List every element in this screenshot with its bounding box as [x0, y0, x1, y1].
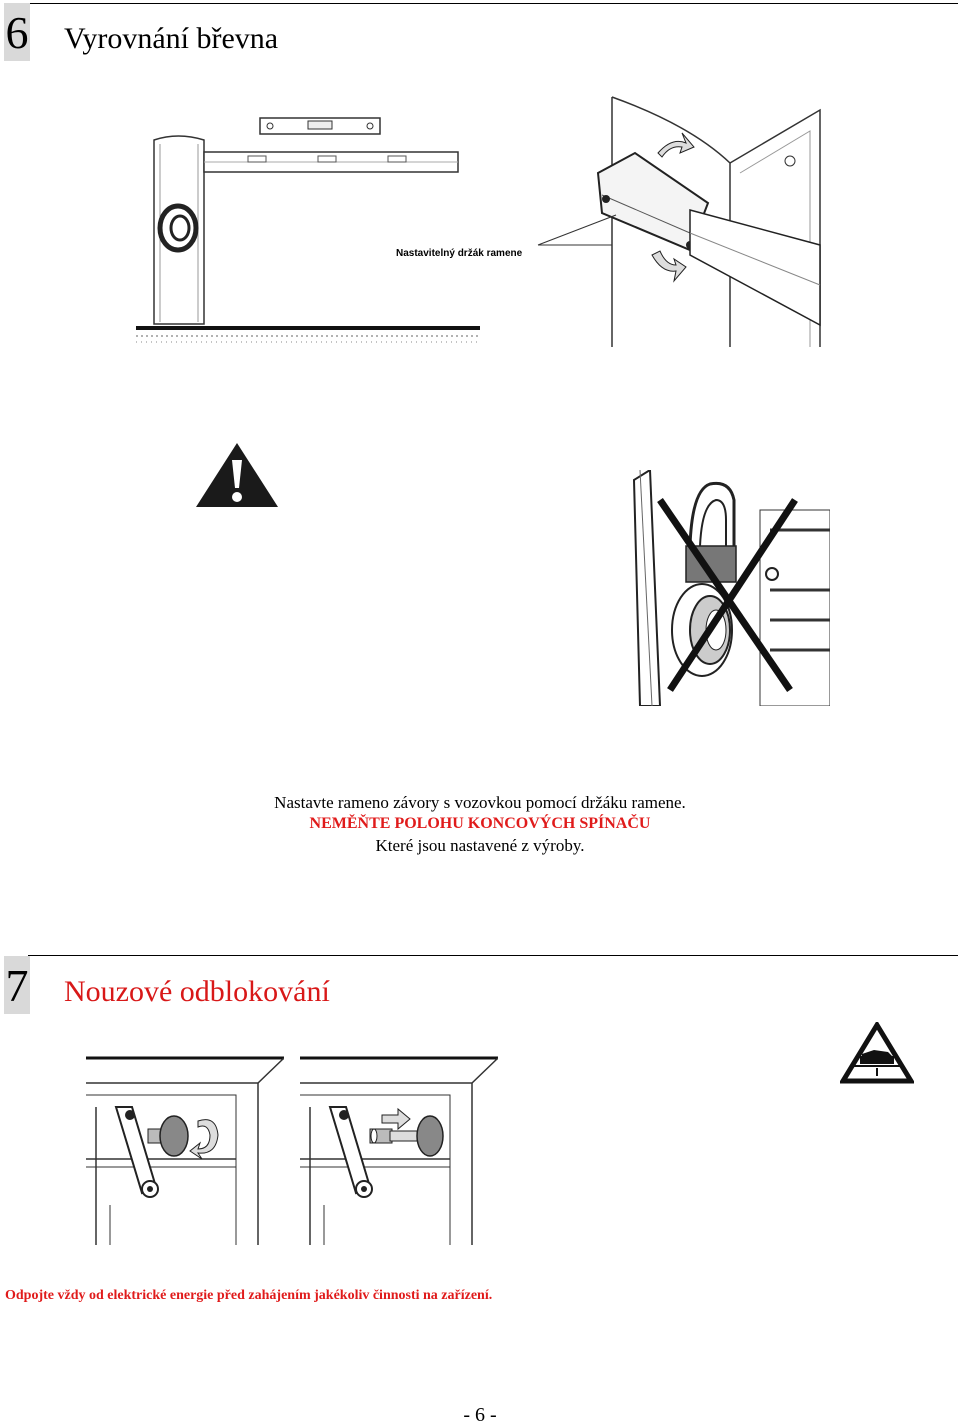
caption-warning-line: NEMĚŇTE POLOHU KONCOVÝCH SPÍNAČU — [309, 815, 651, 832]
limit-switch-crossed-illustration — [630, 470, 830, 706]
section6-number: 6 — [5, 7, 29, 58]
barrier-illustration — [136, 117, 480, 343]
hand-crush-warning-icon — [840, 1022, 914, 1084]
warning-triangle-icon — [196, 443, 278, 507]
release-step-1-illustration — [86, 1056, 284, 1245]
arm-holder-label: Nastavitelný držák ramene — [396, 248, 523, 259]
section6-number-box: 6 — [4, 3, 30, 61]
section7-rule — [28, 955, 958, 956]
section7-number: 7 — [5, 960, 29, 1011]
section7-title: Nouzové odblokování — [64, 975, 330, 1008]
page-number: - 6 - — [463, 1404, 497, 1426]
caption-line-1: Nastavte rameno závory s vozovkou pomocí… — [274, 793, 686, 812]
caption-line-3: Které jsou nastavené z výroby. — [375, 836, 585, 855]
section7-number-box: 7 — [4, 956, 30, 1014]
section6-rule — [28, 3, 958, 4]
release-step-2-illustration — [300, 1056, 498, 1245]
section6-title: Vyrovnání břevna — [64, 22, 279, 55]
safety-note: Odpojte vždy od elektrické energie před … — [5, 1288, 493, 1303]
arm-holder-detail — [537, 96, 821, 347]
